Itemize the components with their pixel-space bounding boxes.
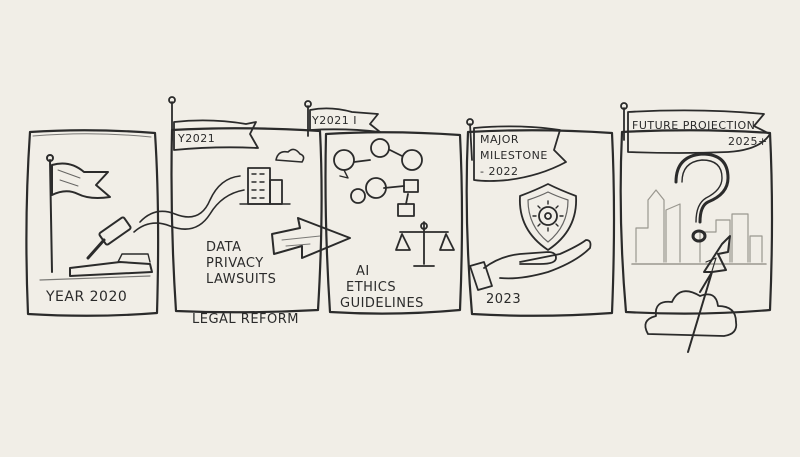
flag-icon [46, 154, 111, 273]
gavel-icon [39, 216, 153, 281]
panel-data-privacy [133, 96, 323, 314]
flag-y2021-label: Y2021 [178, 132, 216, 145]
ai-ethics-line-1: AI [356, 264, 370, 279]
process-nodes-icon [333, 138, 423, 217]
shield-gear-icon [519, 183, 577, 251]
flag-milestone [466, 118, 567, 182]
ai-ethics-line-2: ETHICS [346, 280, 397, 295]
skyline-icon [631, 189, 767, 265]
panel-future [619, 102, 774, 353]
building-icon [239, 167, 291, 205]
data-privacy-line-1: DATA [206, 240, 242, 255]
scales-icon [395, 221, 455, 267]
legal-reform-caption: LEGAL REFORM [192, 312, 300, 327]
flag-y2021-i-label: Y2021 I [312, 114, 357, 127]
future-flag-line-1: FUTURE PROJECTION [632, 119, 756, 132]
lightning-icon [687, 235, 731, 353]
hand-icon [469, 239, 592, 291]
panel-ai-ethics [304, 100, 464, 315]
arrow-connector [271, 217, 351, 259]
future-flag-line-2: 2025+ [728, 135, 768, 148]
milestone-flag-line-1: MAJOR [480, 133, 520, 146]
cloud-icon [275, 148, 305, 163]
flag-y2021 [168, 96, 259, 151]
milestone-flag-line-3: - 2022 [480, 165, 519, 178]
panel-2020 [25, 129, 160, 317]
wave-connector [133, 175, 245, 233]
ai-ethics-line-3: GUIDELINES [340, 296, 424, 311]
question-mark-icon [674, 152, 730, 243]
data-privacy-line-3: LAWSUITS [206, 272, 277, 287]
data-privacy-line-2: PRIVACY [206, 256, 264, 271]
milestone-year: 2023 [486, 292, 522, 307]
cloud-icon [644, 290, 738, 337]
milestone-flag-line-2: MILESTONE [480, 149, 548, 162]
panel-2020-title: YEAR 2020 [46, 289, 128, 305]
flag-y2021-i [304, 100, 381, 137]
flag-future [620, 102, 771, 154]
panel-milestone [465, 118, 616, 317]
